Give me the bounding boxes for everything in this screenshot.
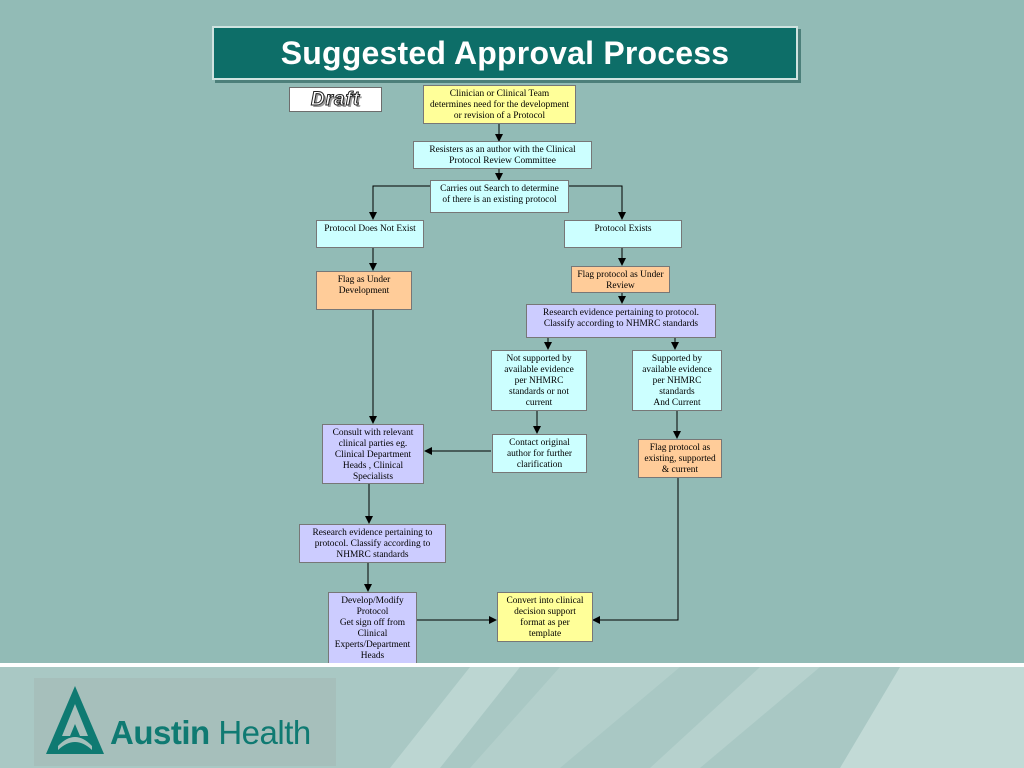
austin-health-mark-icon	[46, 686, 104, 754]
arrow-n3-n5	[569, 185, 626, 220]
step-flag-under-development: Flag as Under Development	[316, 271, 412, 310]
slide-title-bar: Suggested Approval Process	[212, 26, 798, 80]
step-not-supported: Not supported by available evidence per …	[491, 350, 587, 411]
step-identify-need: Clinician or Clinical Team determines ne…	[423, 85, 576, 124]
step-flag-existing-current: Flag protocol as existing, supported & c…	[638, 439, 722, 478]
austin-health-logo: Austin Health	[34, 678, 336, 766]
step-research-evidence-existing: Research evidence pertaining to protocol…	[526, 304, 716, 338]
logo-word-health: Health	[218, 714, 311, 751]
step-research-evidence-new: Research evidence pertaining to protocol…	[299, 524, 446, 563]
step-register-author: Resisters as an author with the Clinical…	[413, 141, 592, 169]
step-protocol-not-exist: Protocol Does Not Exist	[316, 220, 424, 248]
arrow-n3-n4	[369, 185, 430, 220]
step-protocol-exists: Protocol Exists	[564, 220, 682, 248]
logo-word-austin: Austin	[110, 714, 210, 751]
slide-title: Suggested Approval Process	[280, 34, 730, 71]
step-supported-current: Supported by available evidence per NHMR…	[632, 350, 722, 411]
footer-divider	[0, 663, 1024, 667]
step-consult-clinical-parties: Consult with relevant clinical parties e…	[322, 424, 424, 484]
step-search-existing: Carries out Search to determine of there…	[430, 180, 569, 213]
logo-wordmark: Austin Health	[110, 714, 311, 752]
arrow-n13-n16	[592, 478, 679, 624]
step-convert-decision-support: Convert into clinical decision support f…	[497, 592, 593, 642]
draft-label: Draft	[310, 88, 361, 110]
step-develop-modify-protocol: Develop/Modify Protocol Get sign off fro…	[328, 592, 417, 664]
draft-stamp: Draft	[289, 87, 382, 112]
step-flag-under-review: Flag protocol as Under Review	[571, 266, 670, 293]
footer-swoosh	[390, 667, 1024, 768]
step-contact-original-author: Contact original author for further clar…	[492, 434, 587, 473]
